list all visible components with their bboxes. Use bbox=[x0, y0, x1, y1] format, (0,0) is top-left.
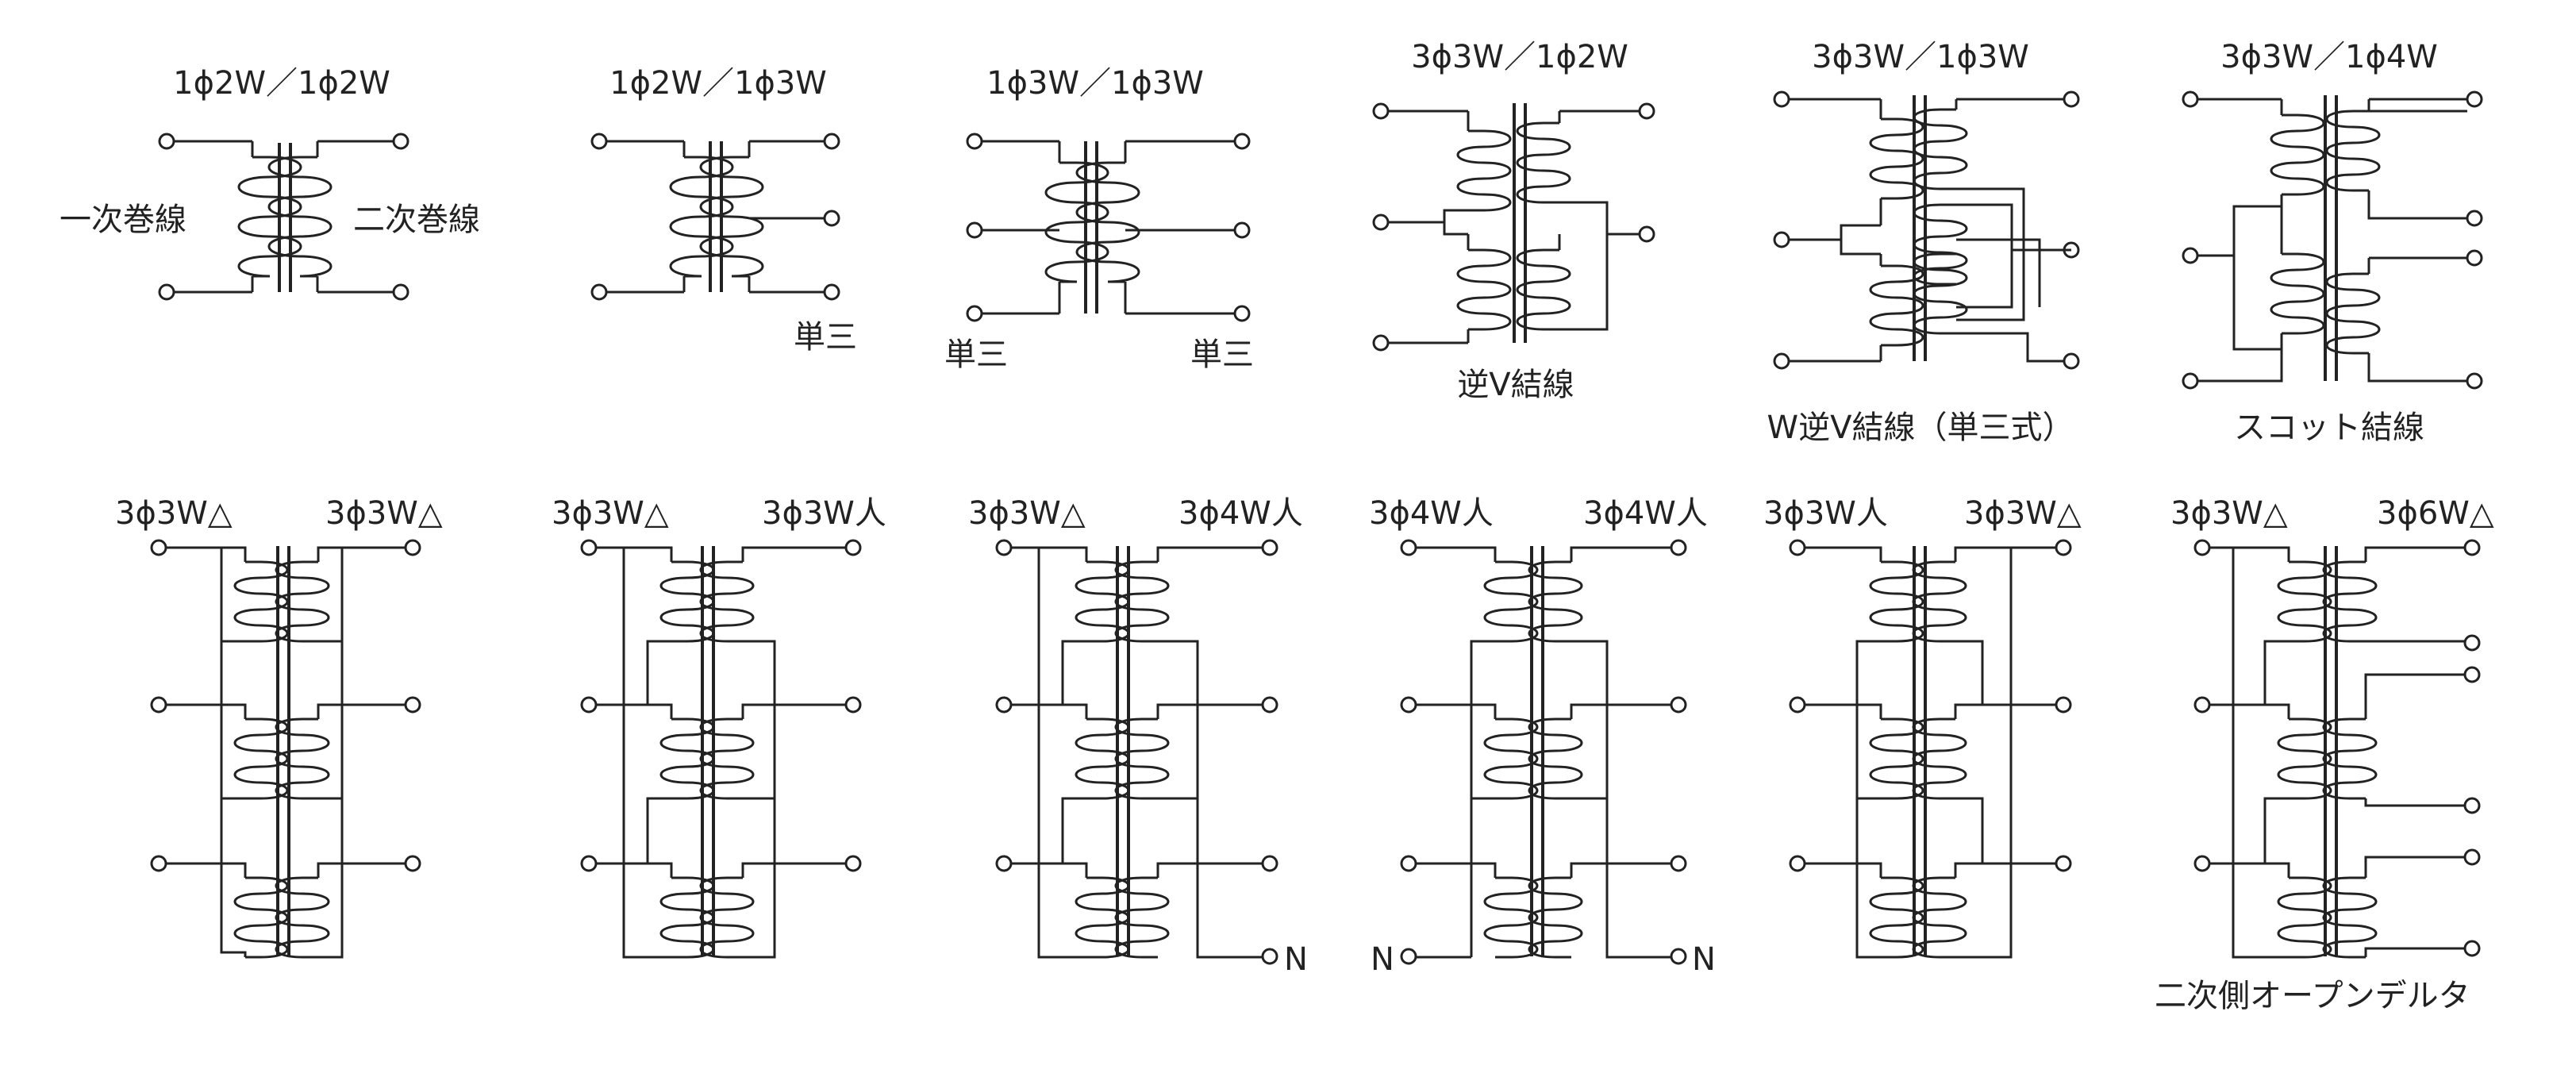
secondary-winding-label: 二次巻線 bbox=[353, 202, 480, 238]
diagram-11-primary: 3ϕ3W人 bbox=[1763, 495, 1888, 532]
neutral-label-d10-secondary: N bbox=[1692, 941, 1716, 978]
diagram-delta-star bbox=[580, 539, 862, 959]
diagram-10-primary: 3ϕ4W人 bbox=[1369, 495, 1494, 532]
diagram-7-secondary: 3ϕ3W△ bbox=[325, 495, 443, 532]
neutral-label-d10-primary: N bbox=[1371, 941, 1394, 978]
diagram-4-title: 3ϕ3W／1ϕ2W bbox=[1411, 39, 1628, 75]
diagram-9-primary: 3ϕ3W△ bbox=[968, 495, 1086, 532]
diagram-12-primary: 3ϕ3W△ bbox=[2170, 495, 2288, 532]
diagram-8-secondary: 3ϕ3W人 bbox=[762, 495, 886, 532]
diagram-1p2w-1p2w bbox=[158, 133, 409, 301]
single-three-label-d3-primary: 単三 bbox=[944, 337, 1008, 373]
diagram-5-title: 3ϕ3W／1ϕ3W bbox=[1812, 39, 2029, 75]
diagram-12-secondary: 3ϕ6W△ bbox=[2377, 495, 2494, 532]
diagram-1-title: 1ϕ2W／1ϕ2W bbox=[173, 65, 390, 102]
diagram-3p3w-1p4w bbox=[2182, 90, 2483, 390]
diagram-6-title: 3ϕ3W／1ϕ4W bbox=[2220, 39, 2438, 75]
diagram-3-title: 1ϕ3W／1ϕ3W bbox=[986, 65, 1204, 102]
diagram-1p3w-1p3w bbox=[966, 133, 1251, 322]
diagram-star-star-4w bbox=[1400, 539, 1687, 965]
neutral-label-d9: N bbox=[1284, 941, 1308, 978]
diagram-delta-open-delta bbox=[2193, 539, 2481, 959]
diagram-9-secondary: 3ϕ4W人 bbox=[1178, 495, 1303, 532]
diagram-10-secondary: 3ϕ4W人 bbox=[1583, 495, 1708, 532]
diagram-delta-star-4w bbox=[995, 539, 1278, 965]
open-delta-label: 二次側オープンデルタ bbox=[2155, 978, 2470, 1014]
diagram-7-primary: 3ϕ3W△ bbox=[115, 495, 233, 532]
diagram-3p3w-1p2w bbox=[1372, 102, 1655, 352]
w-inverted-v-label: W逆V結線（単三式） bbox=[1767, 410, 2074, 446]
single-three-label-d3-secondary: 単三 bbox=[1190, 337, 1254, 373]
diagram-11-secondary: 3ϕ3W△ bbox=[1964, 495, 2082, 532]
diagram-2-title: 1ϕ2W／1ϕ3W bbox=[609, 65, 827, 102]
diagram-delta-delta bbox=[150, 539, 421, 959]
primary-winding-label: 一次巻線 bbox=[60, 202, 186, 238]
single-three-label-d2: 単三 bbox=[794, 319, 857, 356]
diagram-1p2w-1p3w bbox=[590, 133, 840, 301]
diagram-3p3w-1p3w bbox=[1773, 90, 2080, 370]
diagram-star-delta bbox=[1789, 539, 2072, 959]
scott-label: スコット結線 bbox=[2234, 410, 2424, 446]
diagram-8-primary: 3ϕ3W△ bbox=[552, 495, 669, 532]
inverted-v-label: 逆V結線 bbox=[1457, 367, 1574, 403]
